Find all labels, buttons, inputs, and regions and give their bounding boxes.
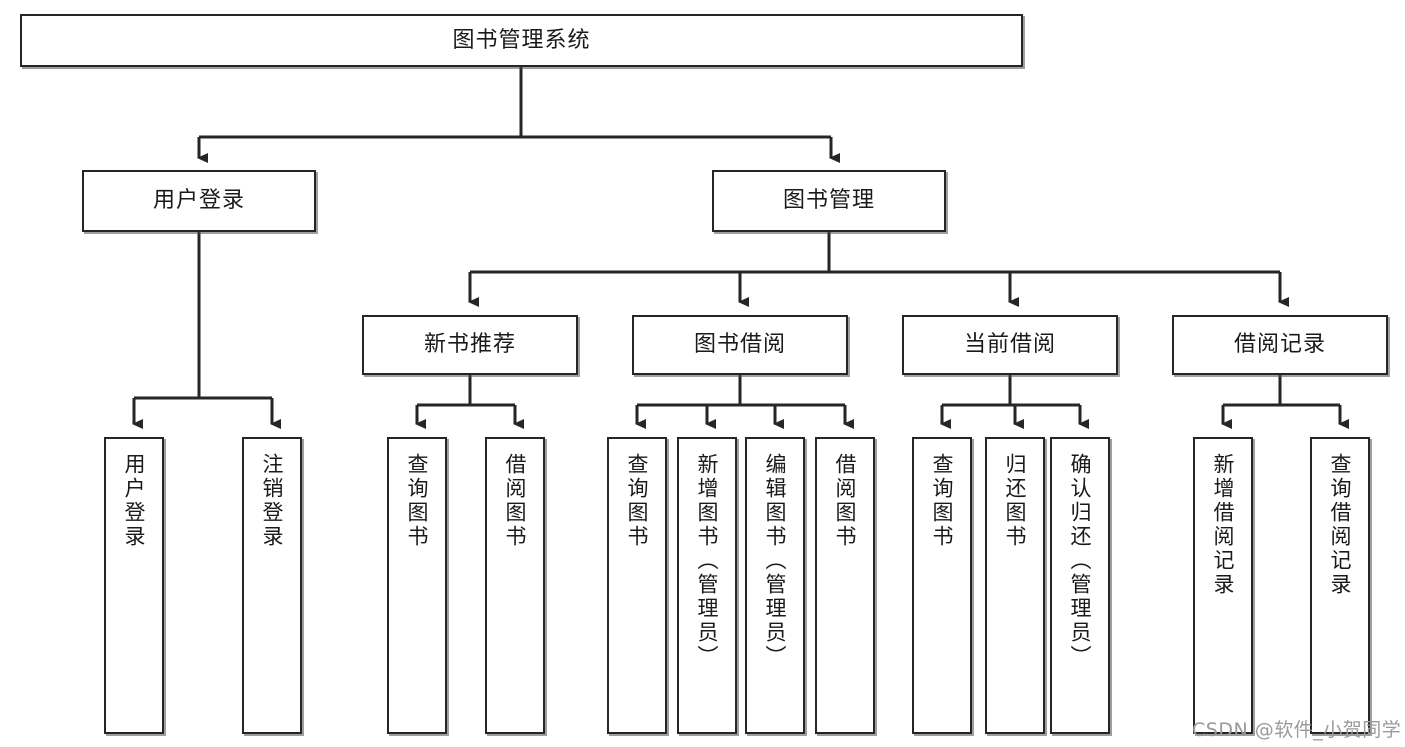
node-user-login-label: 用户登录 (152, 188, 245, 214)
node-leaf-user-login-label: 用户登录 (122, 453, 147, 549)
node-leaf-add-record[interactable]: 新增借阅记录 (1193, 437, 1253, 734)
node-leaf-query-record-label: 查询借阅记录 (1328, 453, 1353, 597)
node-leaf-query-book[interactable]: 查询图书 (607, 437, 667, 734)
node-leaf-add-book-label: 新增图书（管理员） (695, 453, 720, 669)
node-leaf-borrow-book-label: 借阅图书 (833, 453, 858, 549)
node-borrow-record[interactable]: 借阅记录 (1172, 315, 1388, 375)
node-root-label: 图书管理系统 (452, 27, 591, 53)
node-leaf-query-record[interactable]: 查询借阅记录 (1310, 437, 1370, 734)
node-root[interactable]: 图书管理系统 (20, 14, 1023, 67)
node-new-book-rec-label: 新书推荐 (423, 332, 516, 358)
node-book-borrow-label: 图书借阅 (693, 332, 786, 358)
node-new-book-rec[interactable]: 新书推荐 (362, 315, 578, 375)
watermark: CSDN @软件_小贺同学 (1192, 719, 1402, 741)
node-current-borrow[interactable]: 当前借阅 (902, 315, 1118, 375)
node-leaf-edit-book[interactable]: 编辑图书（管理员） (745, 437, 805, 734)
node-leaf-query-book-rec-label: 查询图书 (405, 453, 430, 549)
node-leaf-add-record-label: 新增借阅记录 (1211, 453, 1236, 597)
node-current-borrow-label: 当前借阅 (963, 332, 1056, 358)
node-leaf-user-login[interactable]: 用户登录 (104, 437, 164, 734)
node-leaf-user-logout[interactable]: 注销登录 (242, 437, 302, 734)
node-book-manage-label: 图书管理 (782, 188, 875, 214)
node-leaf-query-book-cur[interactable]: 查询图书 (912, 437, 972, 734)
node-leaf-confirm-return-label: 确认归还（管理员） (1068, 453, 1093, 669)
node-leaf-borrow-book-rec[interactable]: 借阅图书 (485, 437, 545, 734)
node-leaf-query-book-rec[interactable]: 查询图书 (387, 437, 447, 734)
node-leaf-edit-book-label: 编辑图书（管理员） (763, 453, 788, 669)
node-borrow-record-label: 借阅记录 (1233, 332, 1326, 358)
node-leaf-confirm-return[interactable]: 确认归还（管理员） (1050, 437, 1110, 734)
node-leaf-add-book[interactable]: 新增图书（管理员） (677, 437, 737, 734)
node-leaf-borrow-book-rec-label: 借阅图书 (503, 453, 528, 549)
node-book-manage[interactable]: 图书管理 (712, 170, 946, 232)
node-leaf-query-book-cur-label: 查询图书 (930, 453, 955, 549)
node-user-login[interactable]: 用户登录 (82, 170, 316, 232)
node-leaf-return-book-label: 归还图书 (1003, 453, 1028, 549)
node-leaf-user-logout-label: 注销登录 (260, 453, 285, 549)
node-leaf-query-book-label: 查询图书 (625, 453, 650, 549)
node-leaf-borrow-book[interactable]: 借阅图书 (815, 437, 875, 734)
node-leaf-return-book[interactable]: 归还图书 (985, 437, 1045, 734)
node-book-borrow[interactable]: 图书借阅 (632, 315, 848, 375)
